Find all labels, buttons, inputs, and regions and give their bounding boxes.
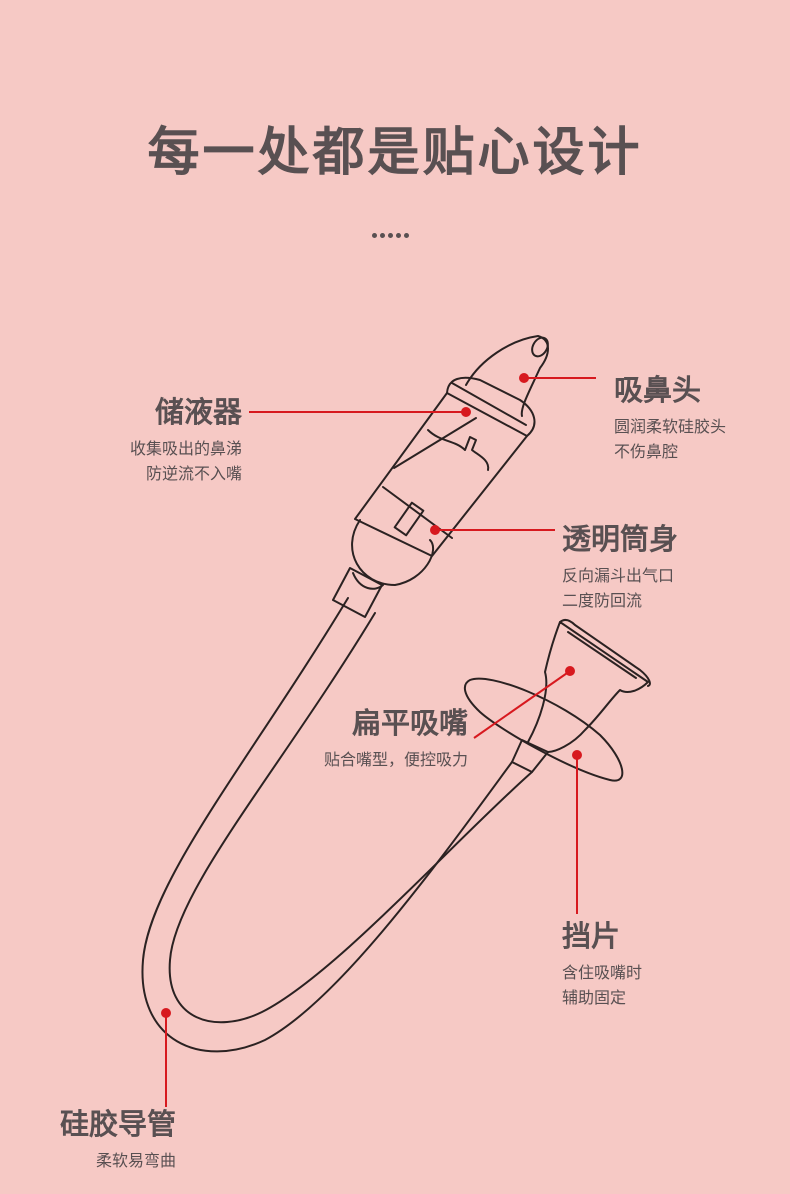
leader-dot-tip <box>519 373 529 383</box>
tube-outline-inner <box>168 612 533 1024</box>
callout-tip-desc-line1: 圆润柔软硅胶头 <box>614 417 727 436</box>
callout-mouthpiece-desc-line1: 贴合嘴型，便控吸力 <box>323 750 468 769</box>
callout-tube-desc-line1: 柔软易弯曲 <box>95 1151 176 1170</box>
shield-plate <box>463 677 624 782</box>
callout-body-desc-line2: 二度防回流 <box>562 591 643 610</box>
callout-tip: 吸鼻头 圆润柔软硅胶头 不伤鼻腔 <box>614 372 726 464</box>
callout-tip-name: 吸鼻头 <box>614 373 702 407</box>
callout-tube-desc: 柔软易弯曲 <box>40 1148 176 1173</box>
callout-reservoir-name: 储液器 <box>154 395 242 429</box>
callout-shield-name: 挡片 <box>562 919 621 953</box>
leader-dot-shield <box>572 750 582 760</box>
leader-dot-body <box>430 525 440 535</box>
nose-tip <box>465 335 549 417</box>
air-outlet <box>393 501 425 537</box>
callout-tube: 硅胶导管 柔软易弯曲 <box>40 1106 176 1173</box>
callout-tip-desc: 圆润柔软硅胶头 不伤鼻腔 <box>614 414 726 464</box>
callout-mouthpiece-desc: 贴合嘴型，便控吸力 <box>270 747 468 772</box>
callout-shield: 挡片 含住吸嘴时 辅助固定 <box>562 918 642 1010</box>
callout-body-desc: 反向漏斗出气口 二度防回流 <box>562 563 678 613</box>
bottle-body <box>354 392 528 557</box>
callout-tube-name: 硅胶导管 <box>59 1107 176 1141</box>
callout-body-desc-line1: 反向漏斗出气口 <box>562 566 675 585</box>
callout-reservoir: 储液器 收集吸出的鼻涕 防逆流不入嘴 <box>90 394 242 486</box>
callout-mouthpiece-name: 扁平吸嘴 <box>351 706 468 740</box>
callout-reservoir-desc: 收集吸出的鼻涕 防逆流不入嘴 <box>90 436 242 486</box>
callout-body: 透明筒身 反向漏斗出气口 二度防回流 <box>562 521 678 613</box>
tube-outline-outer <box>141 597 513 1053</box>
page-title: 每一处都是贴心设计 <box>147 123 643 183</box>
leader-dot-reservoir <box>461 407 471 417</box>
callout-shield-desc-line1: 含住吸嘴时 <box>562 963 643 982</box>
callout-reservoir-desc-line1: 收集吸出的鼻涕 <box>129 439 242 458</box>
leader-line-mouthpiece <box>473 670 571 739</box>
callout-shield-desc: 含住吸嘴时 辅助固定 <box>562 960 642 1010</box>
callout-mouthpiece: 扁平吸嘴 贴合嘴型，便控吸力 <box>270 705 468 772</box>
reservoir-funnel <box>427 429 490 471</box>
callout-shield-desc-line2: 辅助固定 <box>562 988 627 1007</box>
leader-dot-tube <box>161 1008 171 1018</box>
dots-separator-icon <box>372 223 412 242</box>
callout-reservoir-desc-line2: 防逆流不入嘴 <box>145 464 242 483</box>
callout-tip-desc-line2: 不伤鼻腔 <box>614 442 679 461</box>
leader-dot-mouthpiece <box>565 666 575 676</box>
callout-body-name: 透明筒身 <box>562 522 679 556</box>
mouthpiece-cup <box>527 621 649 753</box>
